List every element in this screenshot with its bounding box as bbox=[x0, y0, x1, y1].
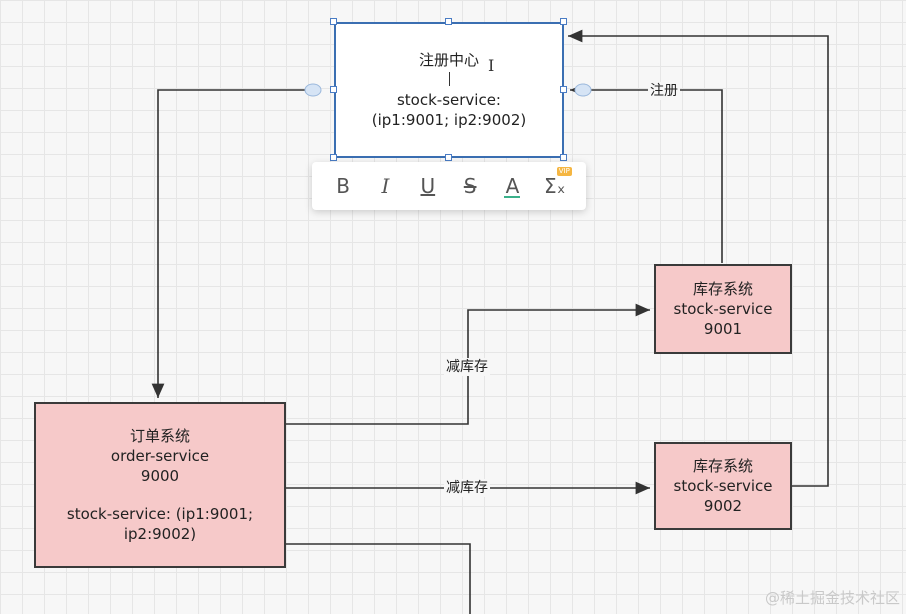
resize-handle-tm[interactable] bbox=[445, 18, 452, 25]
resize-handle-bm[interactable] bbox=[445, 154, 452, 161]
order-line-2: order-service bbox=[110, 447, 210, 465]
connection-point-right[interactable] bbox=[574, 83, 592, 97]
stock2-line-3: 9002 bbox=[703, 497, 743, 515]
font-color-button[interactable]: A bbox=[497, 171, 527, 201]
stock1-line-2: stock-service bbox=[673, 300, 773, 318]
edge-stock1-register[interactable] bbox=[570, 83, 723, 263]
order-line-4: stock-service: (ip1:9001; bbox=[66, 505, 254, 523]
order-line-1: 订单系统 bbox=[129, 427, 190, 445]
strikethrough-button[interactable]: S bbox=[463, 174, 477, 198]
text-cursor: I bbox=[488, 56, 495, 75]
font-color-swatch bbox=[504, 196, 521, 198]
edge-label-reduce-stock-top[interactable]: 减库存 bbox=[444, 358, 490, 376]
italic-button[interactable]: I bbox=[381, 174, 390, 198]
edge-label-reduce-stock-bottom[interactable]: 减库存 bbox=[444, 479, 490, 497]
stock2-line-1: 库存系统 bbox=[692, 457, 753, 475]
stock-service-9002-node[interactable]: 库存系统 stock-service 9002 bbox=[654, 442, 792, 530]
underline-button[interactable]: U bbox=[420, 174, 436, 198]
stock1-line-3: 9001 bbox=[703, 320, 743, 338]
watermark: @稀土掘金技术社区 bbox=[764, 589, 900, 607]
connection-point-left[interactable] bbox=[304, 83, 322, 97]
bold-button[interactable]: B bbox=[336, 174, 351, 198]
vip-badge: VIP bbox=[556, 167, 572, 176]
order-service-node[interactable]: 订单系统 order-service 9000 stock-service: (… bbox=[34, 402, 286, 568]
stock-service-9001-node[interactable]: 库存系统 stock-service 9001 bbox=[654, 264, 792, 354]
stock1-line-1: 库存系统 bbox=[692, 280, 753, 298]
registry-line-1: stock-service: bbox=[396, 91, 501, 109]
registry-line-2: (ip1:9001; ip2:9002) bbox=[371, 111, 527, 129]
edge-label-register[interactable]: 注册 bbox=[648, 82, 680, 100]
resize-handle-tl[interactable] bbox=[330, 18, 337, 25]
registry-title: 注册中心 bbox=[418, 51, 479, 69]
order-line-5: ip2:9002) bbox=[123, 525, 197, 543]
font-color-label: A bbox=[505, 174, 520, 198]
edge-registry-to-order[interactable] bbox=[151, 89, 312, 398]
registry-node[interactable]: 注册中心 stock-service: (ip1:9001; ip2:9002) bbox=[334, 22, 564, 158]
text-format-toolbar: B I U S A Σₓ VIP bbox=[312, 162, 586, 210]
stock2-line-2: stock-service bbox=[673, 477, 773, 495]
edge-order-to-offscreen[interactable] bbox=[286, 543, 471, 614]
resize-handle-bl[interactable] bbox=[330, 154, 337, 161]
resize-handle-br[interactable] bbox=[560, 154, 567, 161]
registry-divider bbox=[448, 72, 450, 86]
resize-handle-ml[interactable] bbox=[330, 86, 337, 93]
resize-handle-tr[interactable] bbox=[560, 18, 567, 25]
order-line-3: 9000 bbox=[140, 467, 180, 485]
edge-stock2-register[interactable] bbox=[568, 29, 829, 487]
formula-icon: Σₓ bbox=[544, 174, 566, 198]
resize-handle-mr[interactable] bbox=[560, 86, 567, 93]
formula-button[interactable]: Σₓ VIP bbox=[540, 167, 572, 201]
